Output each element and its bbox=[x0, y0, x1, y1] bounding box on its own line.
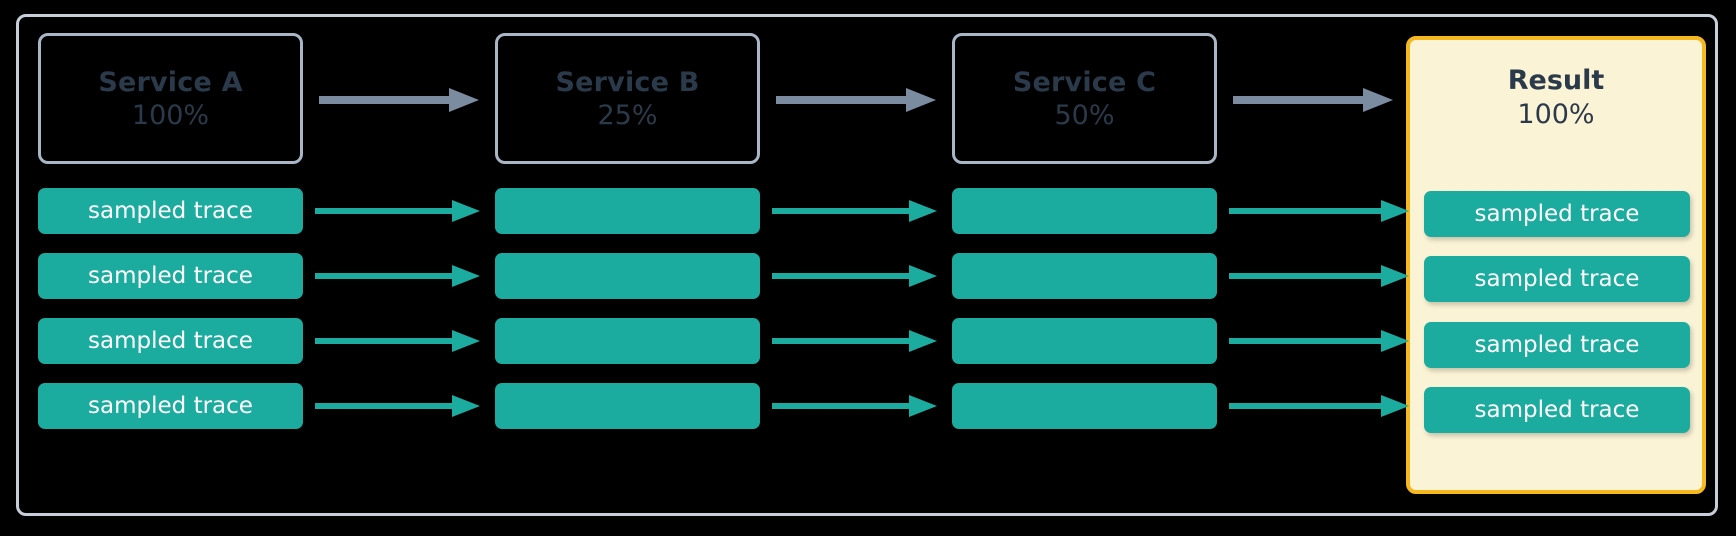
trace-bar-service-a-row-4[interactable]: sampled trace bbox=[38, 383, 303, 429]
trace-bar-label: sampled trace bbox=[88, 327, 253, 354]
teal-arrow-row-3-service-a-to-service-b bbox=[315, 330, 480, 352]
service-box-service-b[interactable]: Service B 25% bbox=[495, 33, 760, 164]
trace-bar-service-b-row-2[interactable] bbox=[495, 253, 760, 299]
trace-bar-service-a-row-3[interactable]: sampled trace bbox=[38, 318, 303, 364]
service-box-service-c[interactable]: Service C 50% bbox=[952, 33, 1217, 164]
trace-bar-result-row-2[interactable]: sampled trace bbox=[1424, 256, 1690, 302]
trace-bar-label: sampled trace bbox=[1474, 265, 1640, 292]
diagram-outer-frame bbox=[16, 14, 1718, 516]
service-percent-label: 50% bbox=[1054, 99, 1115, 131]
trace-bar-result-row-1[interactable]: sampled trace bbox=[1424, 191, 1690, 237]
result-header: Result 100% bbox=[1410, 40, 1702, 128]
teal-arrow-row-4-service-c-to-result bbox=[1229, 395, 1409, 417]
service-name-label: Service B bbox=[555, 66, 700, 98]
trace-bar-service-a-row-2[interactable]: sampled trace bbox=[38, 253, 303, 299]
teal-arrow-row-3-service-b-to-service-c bbox=[772, 330, 937, 352]
service-name-label: Service C bbox=[1012, 66, 1157, 98]
trace-bar-label: sampled trace bbox=[88, 197, 253, 224]
teal-arrow-row-1-service-c-to-result bbox=[1229, 200, 1409, 222]
trace-bar-label: sampled trace bbox=[1474, 200, 1640, 227]
teal-arrow-row-4-service-b-to-service-c bbox=[772, 395, 937, 417]
trace-bar-label: sampled trace bbox=[1474, 331, 1640, 358]
teal-arrow-row-2-service-a-to-service-b bbox=[315, 265, 480, 287]
teal-arrow-row-2-service-c-to-result bbox=[1229, 265, 1409, 287]
trace-bar-label: sampled trace bbox=[1474, 396, 1640, 423]
trace-bar-service-b-row-1[interactable] bbox=[495, 188, 760, 234]
trace-bar-service-a-row-1[interactable]: sampled trace bbox=[38, 188, 303, 234]
trace-bar-label: sampled trace bbox=[88, 392, 253, 419]
teal-arrow-row-2-service-b-to-service-c bbox=[772, 265, 937, 287]
service-box-service-a[interactable]: Service A 100% bbox=[38, 33, 303, 164]
service-percent-label: 100% bbox=[131, 99, 210, 131]
result-name-label: Result bbox=[1507, 65, 1605, 96]
teal-arrow-row-4-service-a-to-service-b bbox=[315, 395, 480, 417]
gray-arrow-service-c-to-result bbox=[1233, 88, 1393, 112]
gray-arrow-service-b-to-service-c bbox=[776, 88, 936, 112]
gray-arrow-service-a-to-service-b bbox=[319, 88, 479, 112]
service-name-label: Service A bbox=[98, 66, 243, 98]
result-panel[interactable]: Result 100% sampled trace sampled trace … bbox=[1406, 36, 1706, 494]
service-percent-label: 25% bbox=[597, 99, 658, 131]
teal-arrow-row-1-service-a-to-service-b bbox=[315, 200, 480, 222]
trace-bar-service-b-row-3[interactable] bbox=[495, 318, 760, 364]
teal-arrow-row-1-service-b-to-service-c bbox=[772, 200, 937, 222]
trace-bar-service-b-row-4[interactable] bbox=[495, 383, 760, 429]
teal-arrow-row-3-service-c-to-result bbox=[1229, 330, 1409, 352]
trace-bar-service-c-row-1[interactable] bbox=[952, 188, 1217, 234]
trace-bar-result-row-4[interactable]: sampled trace bbox=[1424, 387, 1690, 433]
trace-bar-service-c-row-2[interactable] bbox=[952, 253, 1217, 299]
trace-bar-service-c-row-4[interactable] bbox=[952, 383, 1217, 429]
result-percent-label: 100% bbox=[1517, 99, 1595, 130]
trace-bar-service-c-row-3[interactable] bbox=[952, 318, 1217, 364]
trace-bar-result-row-3[interactable]: sampled trace bbox=[1424, 322, 1690, 368]
trace-bar-label: sampled trace bbox=[88, 262, 253, 289]
